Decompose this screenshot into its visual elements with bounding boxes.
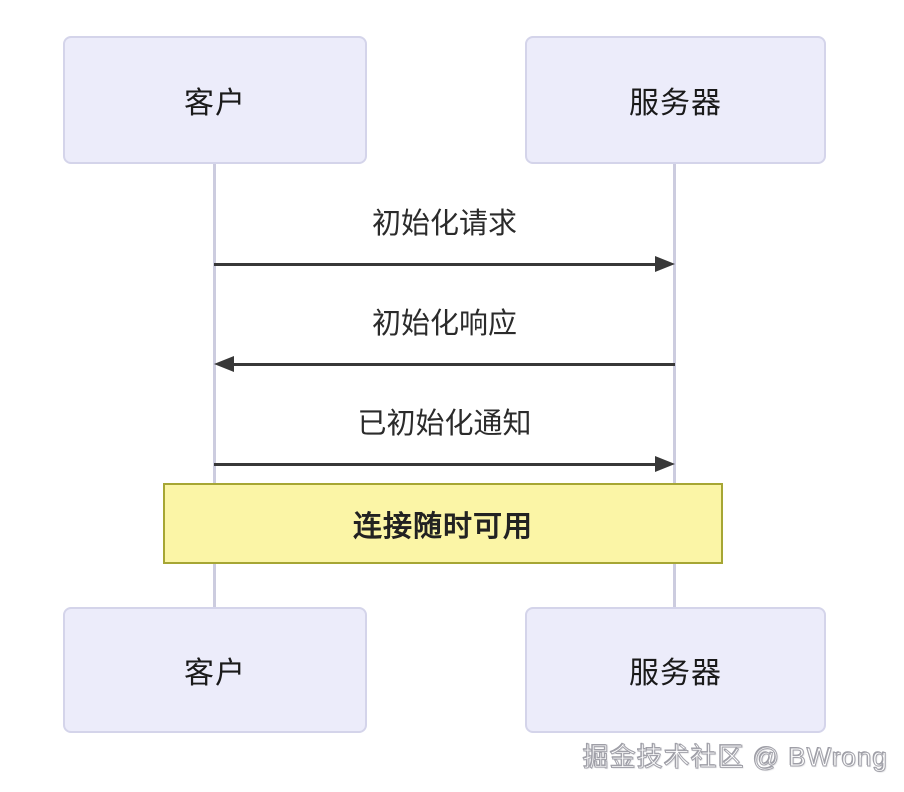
lifeline-client: [213, 164, 216, 607]
arrow-shaft: [224, 362, 675, 366]
message-arrow-initialized-notify: [214, 456, 675, 472]
actor-label-server-bottom: 服务器: [629, 657, 722, 690]
message-arrow-init-response: [214, 356, 675, 372]
note-label: 连接随时可用: [352, 510, 533, 543]
actor-label-client-top: 客户: [184, 87, 246, 120]
lifeline-server: [673, 164, 676, 607]
actor-box-client-bottom: 客户: [63, 607, 367, 733]
arrow-shaft: [214, 462, 665, 466]
arrow-head-right-icon: [655, 456, 675, 472]
watermark: 掘金技术社区 @ BWrong: [582, 742, 888, 773]
message-label-initialized-notify: 已初始化通知: [357, 408, 532, 440]
note-connection-ready: 连接随时可用: [163, 483, 723, 564]
actor-box-server-bottom: 服务器: [525, 607, 826, 733]
actor-box-client-top: 客户: [63, 36, 367, 164]
arrow-head-right-icon: [655, 256, 675, 272]
message-label-init-request: 初始化请求: [371, 208, 517, 240]
actor-label-client-bottom: 客户: [184, 657, 246, 690]
actor-label-server-top: 服务器: [629, 87, 722, 120]
arrow-shaft: [214, 262, 665, 266]
message-arrow-init-request: [214, 256, 675, 272]
message-label-init-response: 初始化响应: [371, 308, 517, 340]
actor-box-server-top: 服务器: [525, 36, 826, 164]
arrow-head-left-icon: [214, 356, 234, 372]
